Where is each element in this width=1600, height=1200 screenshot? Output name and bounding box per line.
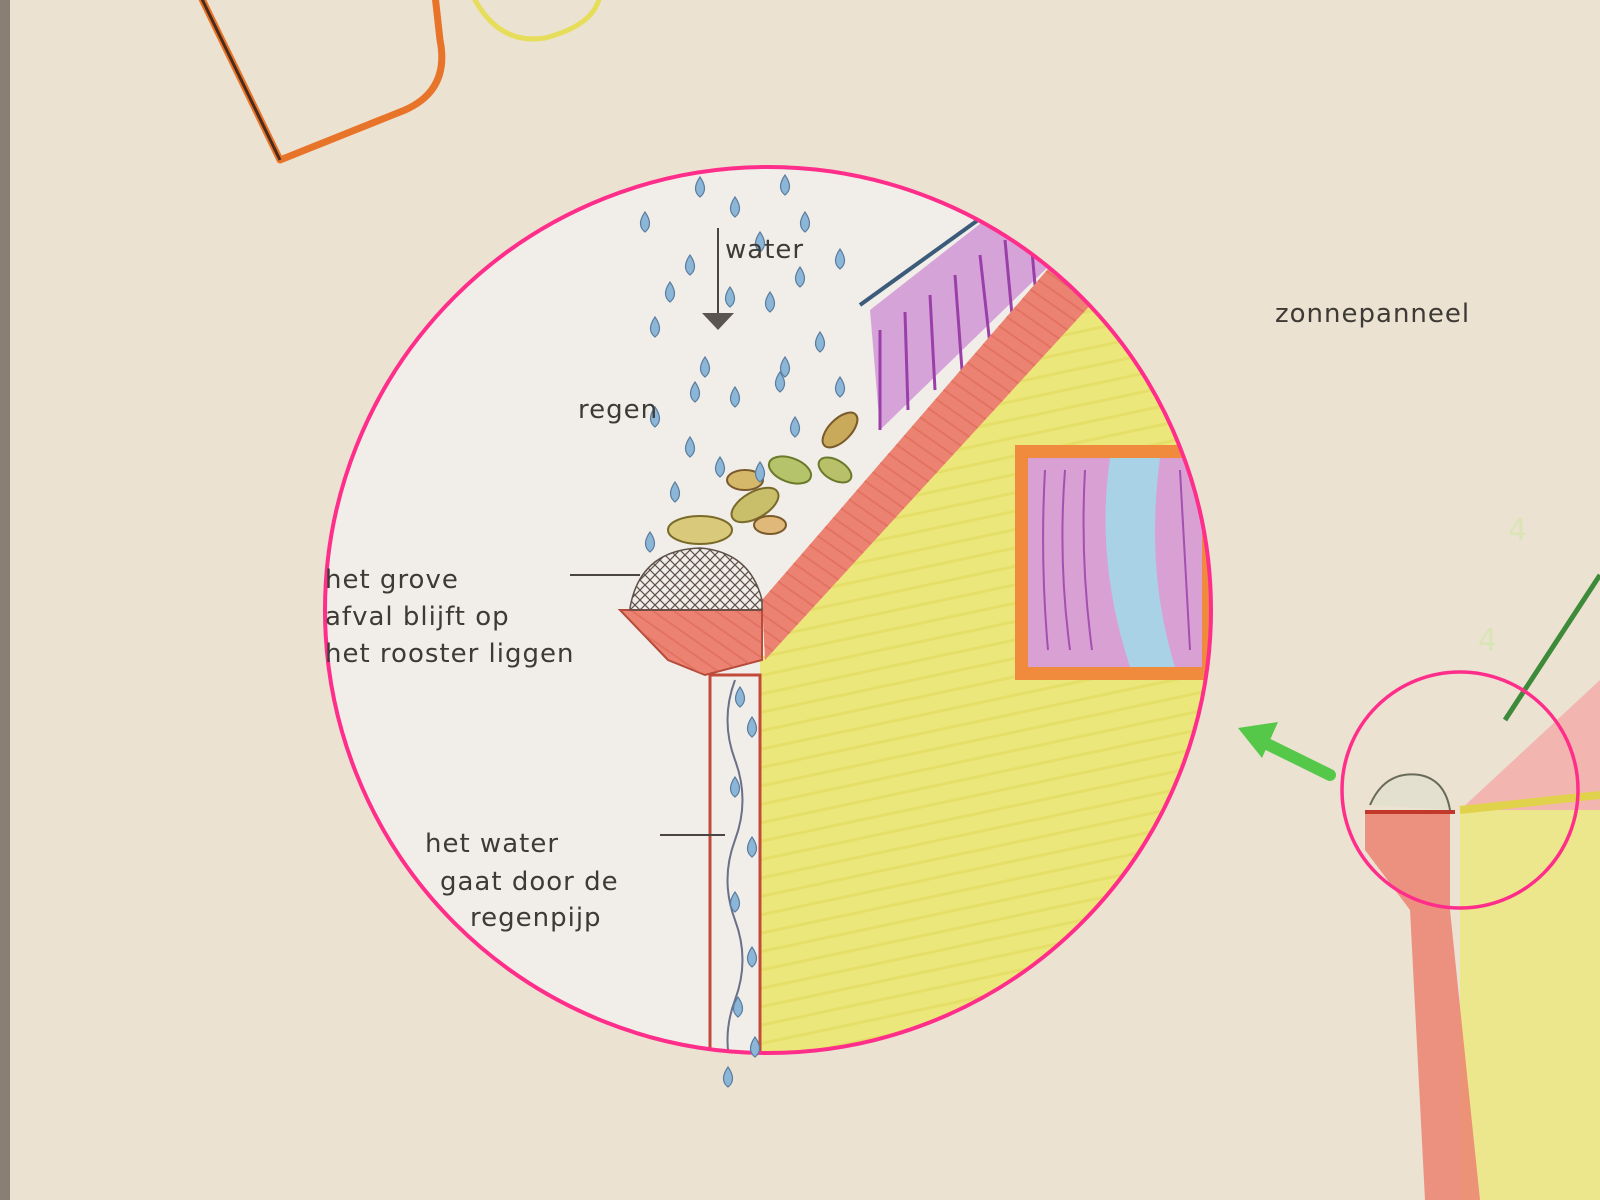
leaf-icon: [753, 515, 787, 535]
label-grof-afval-2: afval blijft op: [325, 602, 510, 632]
label-grof-afval-1: het grove: [325, 565, 459, 595]
leaf-icon: [817, 456, 853, 484]
curtain-left: [1028, 458, 1130, 667]
raindrop-icon: [729, 775, 741, 798]
label-water-pijp-3: regenpijp: [470, 903, 602, 933]
label-water: water: [725, 235, 804, 265]
raindrop-icon: [764, 290, 776, 313]
raindrop-icon: [774, 370, 786, 393]
raindrop-icon: [729, 195, 741, 218]
raindrop-icon: [789, 415, 801, 438]
green-arrow-icon: [1238, 722, 1336, 781]
raindrop-icon: [714, 455, 726, 478]
raindrop-icon: [644, 530, 656, 553]
leaves: [667, 411, 859, 545]
raindrop-icon: [794, 265, 806, 288]
raindrop-icon: [779, 355, 791, 378]
title-fragment: [198, 0, 602, 164]
raindrop-icon: [746, 945, 758, 968]
raindrop-icon: [729, 385, 741, 408]
raindrop-icon: [684, 435, 696, 458]
svg-text:4: 4: [1478, 623, 1497, 658]
raindrop-icon: [664, 280, 676, 303]
svg-text:4: 4: [1508, 513, 1527, 548]
label-regen: regen: [578, 395, 658, 425]
raindrop-icon: [834, 247, 846, 270]
label-zonnepanneel: zonnepanneel: [1275, 299, 1470, 329]
raindrop-icon: [722, 1065, 734, 1088]
house-window: [1015, 445, 1211, 680]
overview-downpipe: [1365, 810, 1480, 1200]
water-arrow: [702, 228, 734, 330]
label-grof-afval-3: het rooster liggen: [325, 639, 575, 669]
raindrop-icon: [699, 355, 711, 378]
leaf-icon: [726, 469, 764, 491]
raindrop-icon: [746, 835, 758, 858]
label-water-pijp-2: gaat door de: [440, 867, 619, 897]
raindrop-icon: [746, 715, 758, 738]
raindrop-icon: [734, 685, 746, 708]
raindrop-icon: [799, 210, 811, 233]
raindrop-icon: [814, 330, 826, 353]
raindrop-icon: [649, 315, 661, 338]
raindrop-icon: [724, 285, 736, 308]
gutter-grid: [629, 547, 763, 611]
raindrop-icon: [754, 230, 766, 253]
raindrop-icon: [732, 995, 744, 1018]
raindrop-icon: [649, 405, 661, 428]
title-letter-orange: [198, 0, 446, 164]
raindrop-icon: [639, 210, 651, 233]
raindrop-icon: [779, 173, 791, 196]
raindrop-icon: [749, 1035, 761, 1058]
raindrop-icon: [834, 375, 846, 398]
leaf-icon: [821, 411, 859, 449]
title-letter-yellow: [472, 0, 602, 42]
leaf-icon: [667, 515, 733, 545]
leaf-icon: [767, 455, 813, 485]
leaf-icon: [730, 486, 780, 524]
solar-panel-pole: [1502, 573, 1600, 722]
raindrop-icon: [729, 890, 741, 913]
overview-wall: [1460, 810, 1600, 1200]
overview-roof: [1460, 680, 1600, 810]
raindrop-icon: [689, 380, 701, 403]
curtain-right: [1155, 458, 1202, 667]
house-overview: 4 4: [1340, 513, 1600, 1200]
raindrop-icon: [684, 253, 696, 276]
raindrop-icon: [694, 175, 706, 198]
label-water-pijp-1: het water: [425, 829, 559, 859]
raindrop-icon: [754, 460, 766, 483]
zoom-circle: [1340, 670, 1580, 910]
raindrops: [639, 173, 846, 1088]
raindrop-icon: [669, 480, 681, 503]
downpipe: [708, 673, 762, 1053]
paper-shadow-left: [0, 0, 10, 1200]
